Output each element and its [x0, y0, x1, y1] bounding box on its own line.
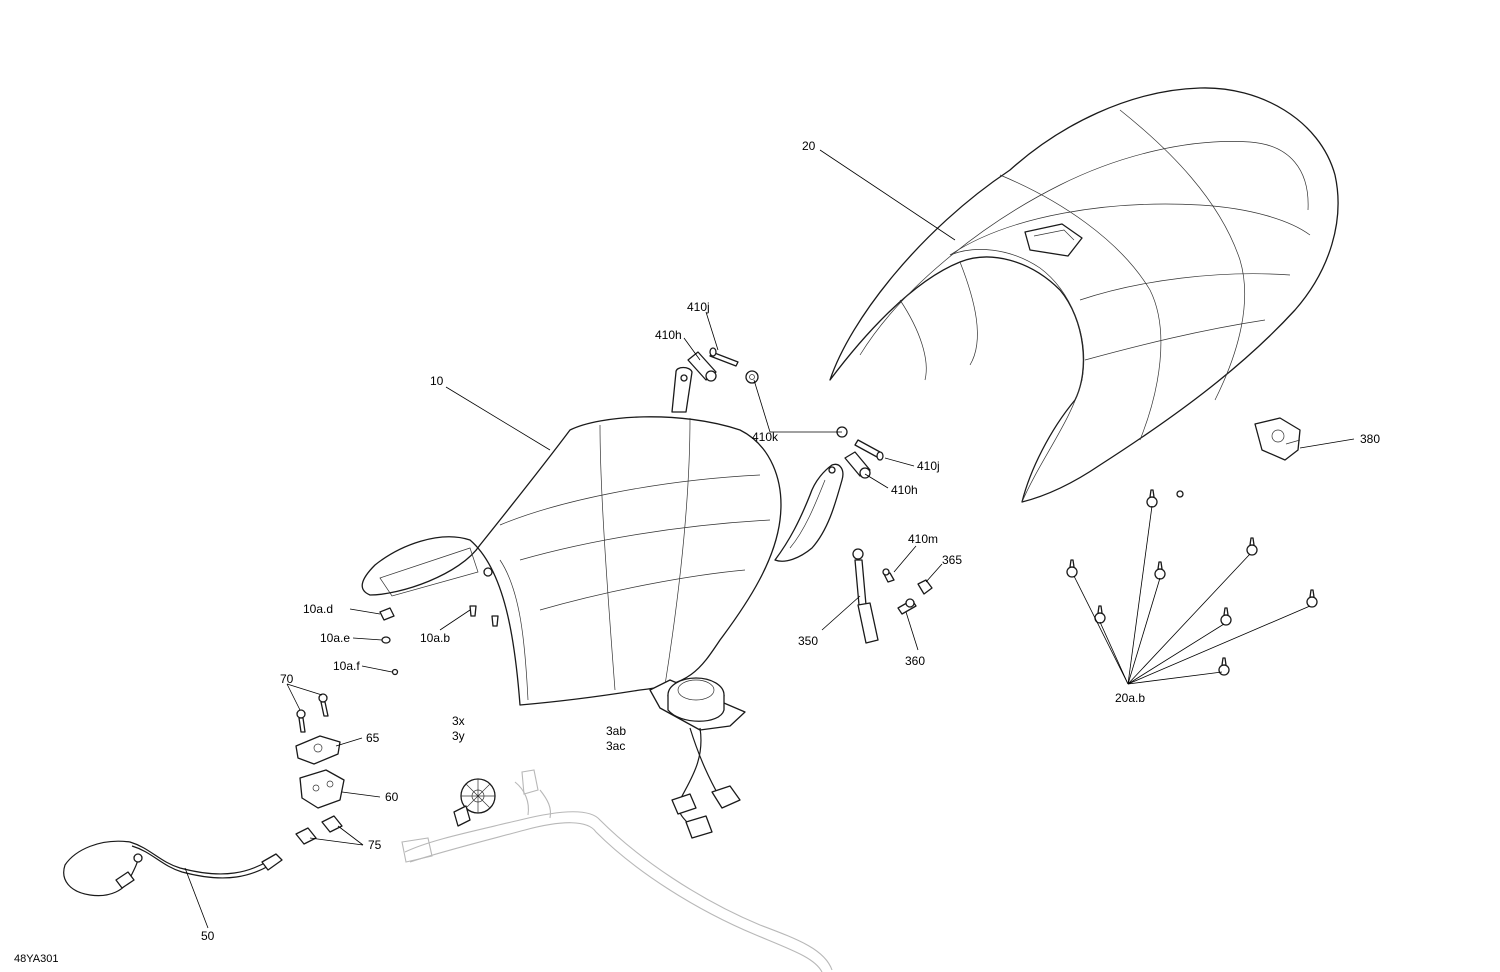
- screws-70: [296, 693, 329, 733]
- seat-bracket: [774, 463, 844, 562]
- callout-410h-top: 410h: [655, 328, 682, 342]
- passenger-seat-20: [829, 87, 1339, 503]
- clip-10ad: [379, 607, 395, 621]
- callout-10af: 10a.f: [333, 659, 360, 673]
- callout-410j-top: 410j: [687, 300, 710, 314]
- bolt-410j-right: [854, 439, 884, 461]
- cable-50: [63, 840, 283, 897]
- callout-10ad: 10a.d: [303, 602, 333, 616]
- rider-seat-10: [361, 366, 782, 706]
- callout-10: 10: [430, 374, 444, 388]
- callout-75: 75: [368, 838, 382, 852]
- callout-410j-right: 410j: [917, 459, 940, 473]
- callout-70: 70: [280, 672, 294, 686]
- buzzer-3ab: [649, 677, 746, 839]
- clips-75: [295, 815, 343, 845]
- callout-labels: 20 410j 410h 10 410k 410j 410h 380 410m …: [14, 139, 1380, 965]
- diagram-code: 48YA301: [14, 953, 58, 965]
- callout-3x: 3x: [452, 714, 465, 728]
- bolt-410m: [882, 568, 895, 583]
- nut-365: [917, 579, 933, 595]
- callout-350: 350: [798, 634, 818, 648]
- callout-60: 60: [385, 790, 399, 804]
- bumpers-20ab: [1066, 489, 1318, 676]
- callout-10ab: 10a.b: [420, 631, 450, 645]
- callout-410h-right: 410h: [891, 483, 918, 497]
- bracket-380: [1254, 417, 1301, 461]
- callout-3ab: 3ab: [606, 724, 626, 738]
- nut-10af: [391, 668, 399, 676]
- nut-410k-top: [745, 370, 759, 384]
- callout-380: 380: [1360, 432, 1380, 446]
- pin-360: [897, 598, 917, 615]
- callout-10ae: 10a.e: [320, 631, 350, 645]
- callout-3y: 3y: [452, 729, 465, 743]
- gas-strut-350: [852, 548, 879, 644]
- spacer-410h-right: [844, 451, 871, 479]
- gear-3x: [453, 778, 496, 827]
- callout-20: 20: [802, 139, 816, 153]
- callout-360: 360: [905, 654, 925, 668]
- screw-10ab: [469, 605, 499, 627]
- latch-60: [299, 769, 345, 809]
- bolt-410j-top: [709, 347, 739, 367]
- wiring-harness-ghost: [401, 769, 833, 972]
- callout-20ab: 20a.b: [1115, 691, 1145, 705]
- washer-10ae: [381, 636, 391, 644]
- cover-65: [295, 735, 341, 765]
- leader-lines: [184, 149, 1355, 929]
- callout-410k: 410k: [752, 430, 779, 444]
- callout-3ac: 3ac: [606, 739, 625, 753]
- callout-365: 365: [942, 553, 962, 567]
- callout-65: 65: [366, 731, 380, 745]
- spacer-410h-top: [687, 351, 717, 382]
- callout-410m: 410m: [908, 532, 938, 546]
- callout-50: 50: [201, 929, 215, 943]
